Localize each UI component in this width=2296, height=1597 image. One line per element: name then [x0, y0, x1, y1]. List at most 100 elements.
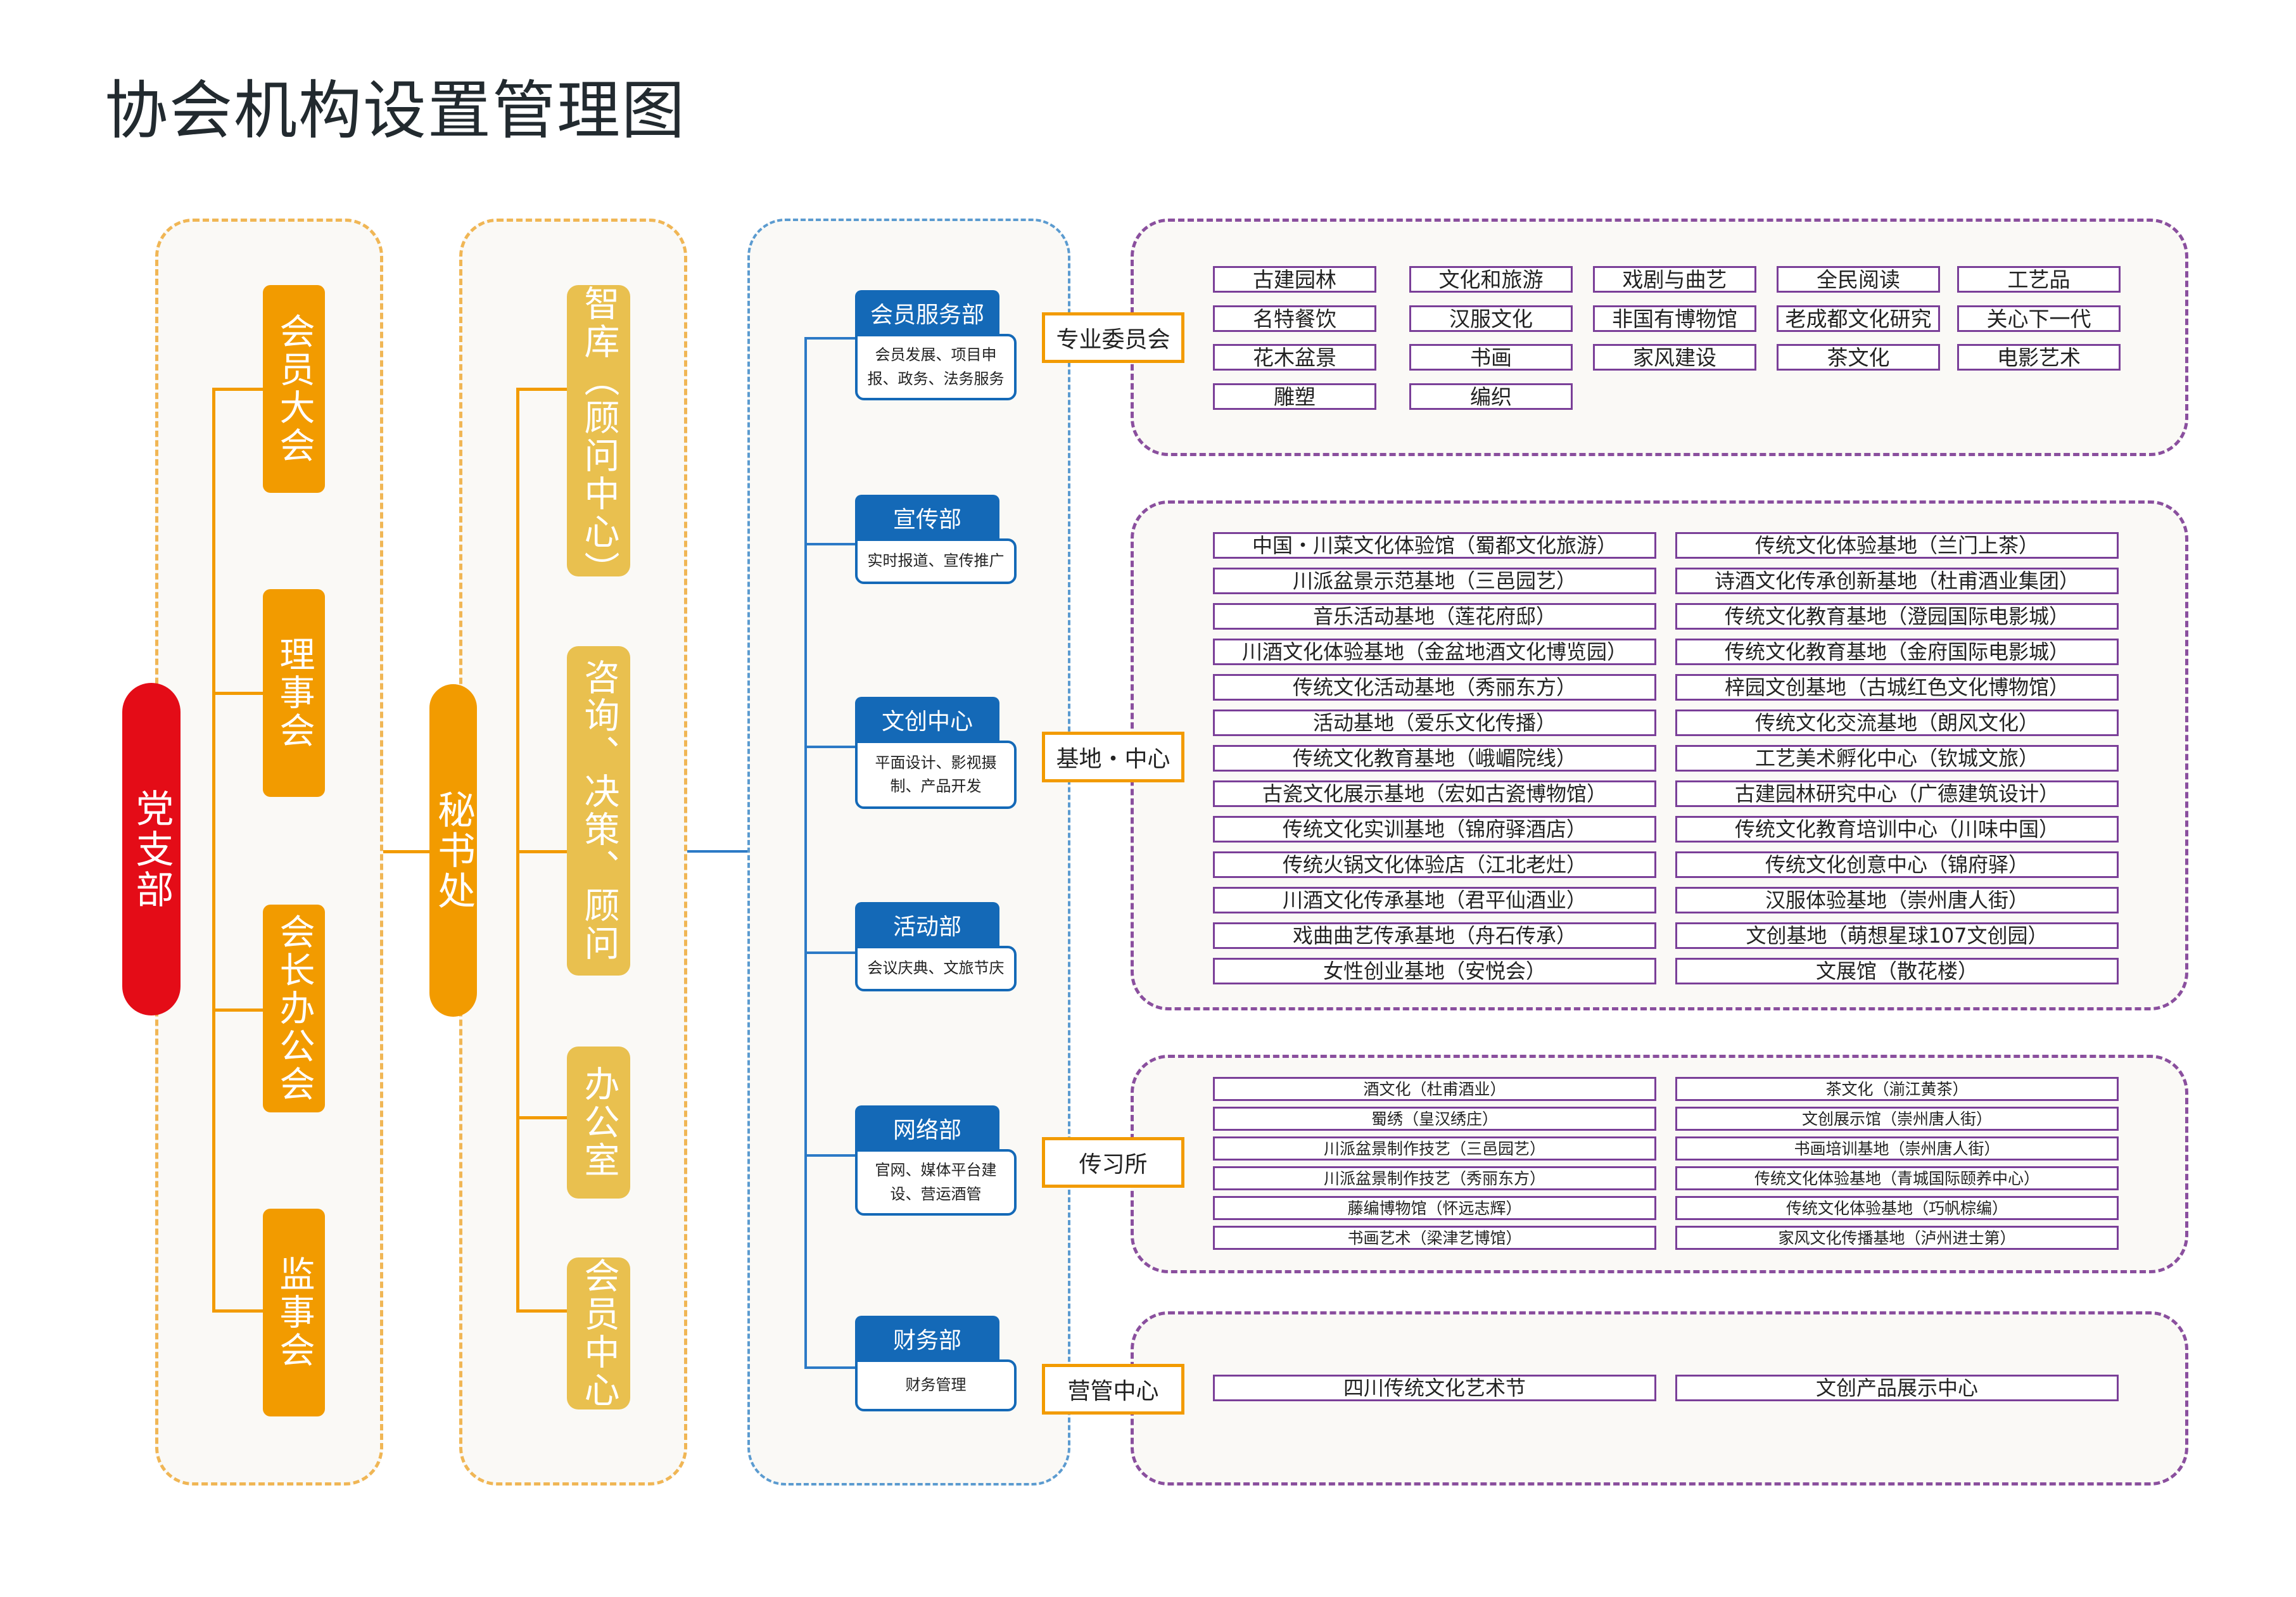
connector [516, 1116, 567, 1119]
institute-item[interactable]: 茶文化（湔江黄茶） [1675, 1077, 2119, 1101]
presidents-office-meeting[interactable]: 会长办公会 [263, 905, 325, 1112]
member-center[interactable]: 会员中心 [567, 1257, 630, 1409]
base-item[interactable]: 传统文化教育基地（澄园国际电影城） [1675, 603, 2119, 630]
committee-item[interactable]: 编织 [1409, 383, 1573, 410]
connector [687, 850, 747, 853]
dept-finance[interactable]: 财务部 [855, 1316, 999, 1361]
committee-item[interactable]: 雕塑 [1213, 383, 1376, 410]
committee-item[interactable]: 工艺品 [1957, 266, 2121, 293]
dept-finance-desc: 财务管理 [855, 1359, 1017, 1411]
think-tank[interactable]: 智库（顾问中心） [567, 285, 630, 589]
committee-item[interactable]: 全民阅读 [1777, 266, 1940, 293]
connector [804, 951, 855, 954]
institute-item[interactable]: 书画艺术（梁津艺博馆） [1213, 1226, 1656, 1250]
base-item[interactable]: 古瓷文化展示基地（宏如古瓷博物馆） [1213, 780, 1656, 807]
page-title: 协会机构设置管理图 [105, 73, 686, 148]
base-item[interactable]: 传统文化教育培训中心（川味中国） [1675, 816, 2119, 843]
base-item[interactable]: 传统文化体验基地（兰门上茶） [1675, 532, 2119, 559]
connector [212, 1008, 263, 1012]
base-item[interactable]: 诗酒文化传承创新基地（杜甫酒业集团） [1675, 568, 2119, 594]
base-item[interactable]: 活动基地（爱乐文化传播） [1213, 709, 1656, 736]
committee-item[interactable]: 非国有博物馆 [1593, 305, 1756, 332]
label-operations[interactable]: 营管中心 [1042, 1364, 1184, 1415]
connector [804, 337, 807, 1368]
institute-item[interactable]: 家风文化传播基地（泸州进士第） [1675, 1226, 2119, 1250]
dept-member-service[interactable]: 会员服务部 [855, 290, 999, 336]
connector [516, 388, 567, 391]
dept-creative-center-desc: 平面设计、影视摄制、产品开发 [855, 741, 1017, 809]
secretariat[interactable]: 秘书处 [429, 684, 477, 1017]
committee-item[interactable]: 名特餐饮 [1213, 305, 1376, 332]
institute-item[interactable]: 藤编博物馆（怀远志辉） [1213, 1196, 1656, 1220]
connector [804, 543, 855, 545]
institute-item[interactable]: 传统文化体验基地（青城国际颐养中心） [1675, 1166, 2119, 1190]
label-bases[interactable]: 基地・中心 [1042, 732, 1184, 782]
operations-item[interactable]: 四川传统文化艺术节 [1213, 1375, 1656, 1401]
base-item[interactable]: 文展馆（散花楼） [1675, 958, 2119, 984]
base-item[interactable]: 音乐活动基地（莲花府邸） [1213, 603, 1656, 630]
committee-item[interactable]: 老成都文化研究 [1777, 305, 1940, 332]
council[interactable]: 理事会 [263, 589, 325, 797]
connector [212, 388, 263, 391]
base-item[interactable]: 传统文化活动基地（秀丽东方） [1213, 674, 1656, 701]
base-item[interactable]: 川酒文化传承基地（君平仙酒业） [1213, 887, 1656, 913]
base-item[interactable]: 传统文化实训基地（锦府驿酒店） [1213, 816, 1656, 843]
connector [383, 850, 429, 853]
connector [804, 337, 855, 340]
base-item[interactable]: 汉服体验基地（崇州唐人街） [1675, 887, 2119, 913]
connector [212, 692, 263, 695]
connector [212, 388, 215, 1313]
members-assembly[interactable]: 会员大会 [263, 285, 325, 493]
base-item[interactable]: 古建园林研究中心（广德建筑设计） [1675, 780, 2119, 807]
office[interactable]: 办公室 [567, 1047, 630, 1199]
committee-item[interactable]: 古建园林 [1213, 266, 1376, 293]
committee-item[interactable]: 汉服文化 [1409, 305, 1573, 332]
base-item[interactable]: 传统文化创意中心（锦府驿） [1675, 851, 2119, 878]
committee-item[interactable]: 关心下一代 [1957, 305, 2121, 332]
connector [804, 746, 855, 748]
committee-item[interactable]: 花木盆景 [1213, 344, 1376, 371]
board-of-supervisors[interactable]: 监事会 [263, 1209, 325, 1416]
base-item[interactable]: 川派盆景示范基地（三邑园艺） [1213, 568, 1656, 594]
institute-item[interactable]: 书画培训基地（崇州唐人街） [1675, 1136, 2119, 1161]
consulting-decision[interactable]: 咨询、决策、顾问 [567, 646, 630, 976]
dept-network-desc: 官网、媒体平台建设、营运酒管 [855, 1149, 1017, 1216]
base-item[interactable]: 川酒文化体验基地（金盆地酒文化博览园） [1213, 639, 1656, 665]
base-item[interactable]: 梓园文创基地（古城红色文化博物馆） [1675, 674, 2119, 701]
base-item[interactable]: 传统文化交流基地（朗风文化） [1675, 709, 2119, 736]
party-branch[interactable]: 党支部 [122, 683, 181, 1015]
institute-item[interactable]: 蜀绣（皇汉绣庄） [1213, 1107, 1656, 1131]
institute-item[interactable]: 传统文化体验基地（巧帆棕编） [1675, 1196, 2119, 1220]
label-committee[interactable]: 专业委员会 [1042, 312, 1184, 363]
committee-panel [1131, 219, 2188, 456]
committee-item[interactable]: 茶文化 [1777, 344, 1940, 371]
base-item[interactable]: 传统文化教育基地（峨嵋院线） [1213, 745, 1656, 772]
connector [212, 1309, 263, 1313]
connector [804, 1154, 855, 1157]
institute-item[interactable]: 川派盆景制作技艺（三邑园艺） [1213, 1136, 1656, 1161]
committee-item[interactable]: 书画 [1409, 344, 1573, 371]
committee-item[interactable]: 家风建设 [1593, 344, 1756, 371]
committee-item[interactable]: 戏剧与曲艺 [1593, 266, 1756, 293]
dept-network[interactable]: 网络部 [855, 1105, 999, 1151]
dept-member-service-desc: 会员发展、项目申报、政务、法务服务 [855, 334, 1017, 400]
committee-item[interactable]: 电影艺术 [1957, 344, 2121, 371]
label-institute[interactable]: 传习所 [1042, 1137, 1184, 1188]
base-item[interactable]: 工艺美术孵化中心（钦城文旅） [1675, 745, 2119, 772]
base-item[interactable]: 中国・川菜文化体验馆（蜀都文化旅游） [1213, 532, 1656, 559]
base-item[interactable]: 传统文化教育基地（金府国际电影城） [1675, 639, 2119, 665]
base-item[interactable]: 传统火锅文化体验店（江北老灶） [1213, 851, 1656, 878]
institute-item[interactable]: 酒文化（杜甫酒业） [1213, 1077, 1656, 1101]
base-item[interactable]: 戏曲曲艺传承基地（舟石传承） [1213, 922, 1656, 949]
dept-creative-center[interactable]: 文创中心 [855, 697, 999, 742]
institute-item[interactable]: 文创展示馆（崇州唐人街） [1675, 1107, 2119, 1131]
base-item[interactable]: 文创基地（萌想星球107文创园） [1675, 922, 2119, 949]
dept-publicity-desc: 实时报道、宣传推广 [855, 538, 1017, 584]
dept-events[interactable]: 活动部 [855, 902, 999, 948]
institute-item[interactable]: 川派盆景制作技艺（秀丽东方） [1213, 1166, 1656, 1190]
operations-item[interactable]: 文创产品展示中心 [1675, 1375, 2119, 1401]
base-item[interactable]: 女性创业基地（安悦会） [1213, 958, 1656, 984]
connector [516, 1309, 567, 1313]
committee-item[interactable]: 文化和旅游 [1409, 266, 1573, 293]
dept-publicity[interactable]: 宣传部 [855, 495, 999, 540]
